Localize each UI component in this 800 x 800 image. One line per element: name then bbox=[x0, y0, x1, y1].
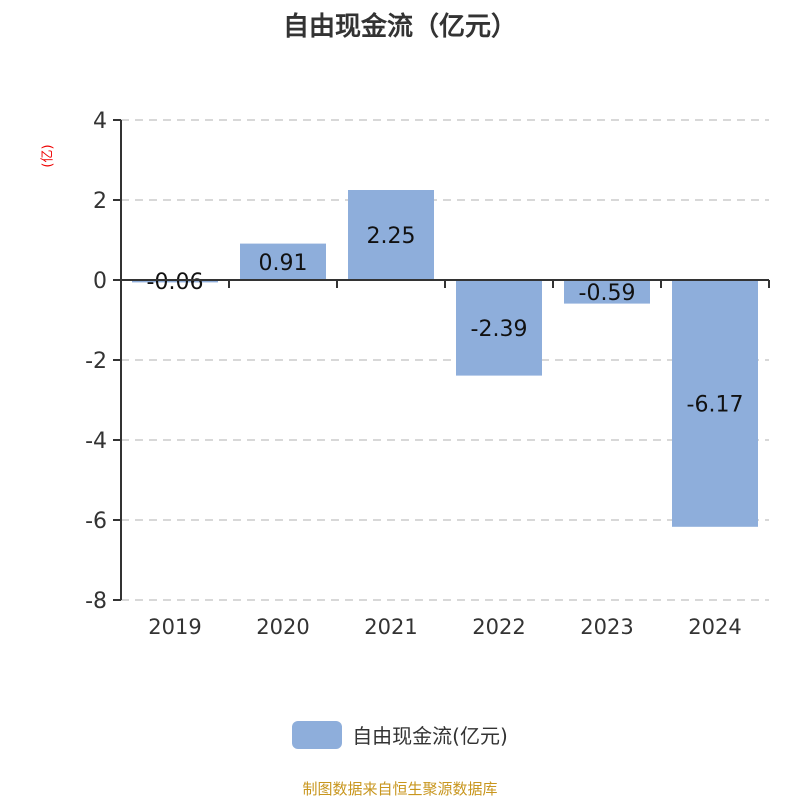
bar-2024 bbox=[672, 280, 758, 527]
y-tick-label: -4 bbox=[85, 429, 107, 454]
y-tick-label: 4 bbox=[93, 109, 107, 134]
bar-2022 bbox=[456, 280, 542, 376]
x-tick-label: 2020 bbox=[256, 615, 309, 639]
x-tick-label: 2024 bbox=[688, 615, 741, 639]
data-label: 2.25 bbox=[367, 224, 416, 249]
x-tick-label: 2022 bbox=[472, 615, 525, 639]
x-tick-label: 2019 bbox=[148, 615, 201, 639]
data-label: -0.06 bbox=[147, 270, 204, 295]
legend[interactable]: 自由现金流(亿元) bbox=[0, 720, 800, 749]
chart-title: 自由现金流（亿元） bbox=[282, 12, 517, 42]
x-tick-label: 2021 bbox=[364, 615, 417, 639]
y-tick-label: -2 bbox=[85, 349, 107, 374]
y-tick-label: -6 bbox=[85, 509, 107, 534]
data-label: -6.17 bbox=[687, 392, 744, 417]
data-label: -0.59 bbox=[579, 281, 636, 306]
legend-swatch bbox=[292, 720, 343, 749]
bar-2019 bbox=[132, 280, 218, 283]
y-tick-label: 0 bbox=[93, 269, 107, 294]
data-label: -2.39 bbox=[471, 317, 528, 342]
data-label: 0.91 bbox=[259, 251, 308, 276]
y-tick-label: -8 bbox=[85, 589, 107, 614]
bar-2021 bbox=[348, 190, 434, 280]
y-tick-label: 2 bbox=[93, 189, 107, 214]
bar-2023 bbox=[564, 280, 650, 304]
x-tick-label: 2023 bbox=[580, 615, 633, 639]
legend-label: 自由现金流(亿元) bbox=[352, 724, 508, 748]
bar-2020 bbox=[240, 243, 326, 280]
bar-chart: 4 2 0 -2 -4 -6 -8 -0.06 2019 0.91 2020 2.25 2021 -2.3… bbox=[85, 109, 770, 639]
source-note: 制图数据来自恒生聚源数据库 bbox=[302, 780, 498, 798]
